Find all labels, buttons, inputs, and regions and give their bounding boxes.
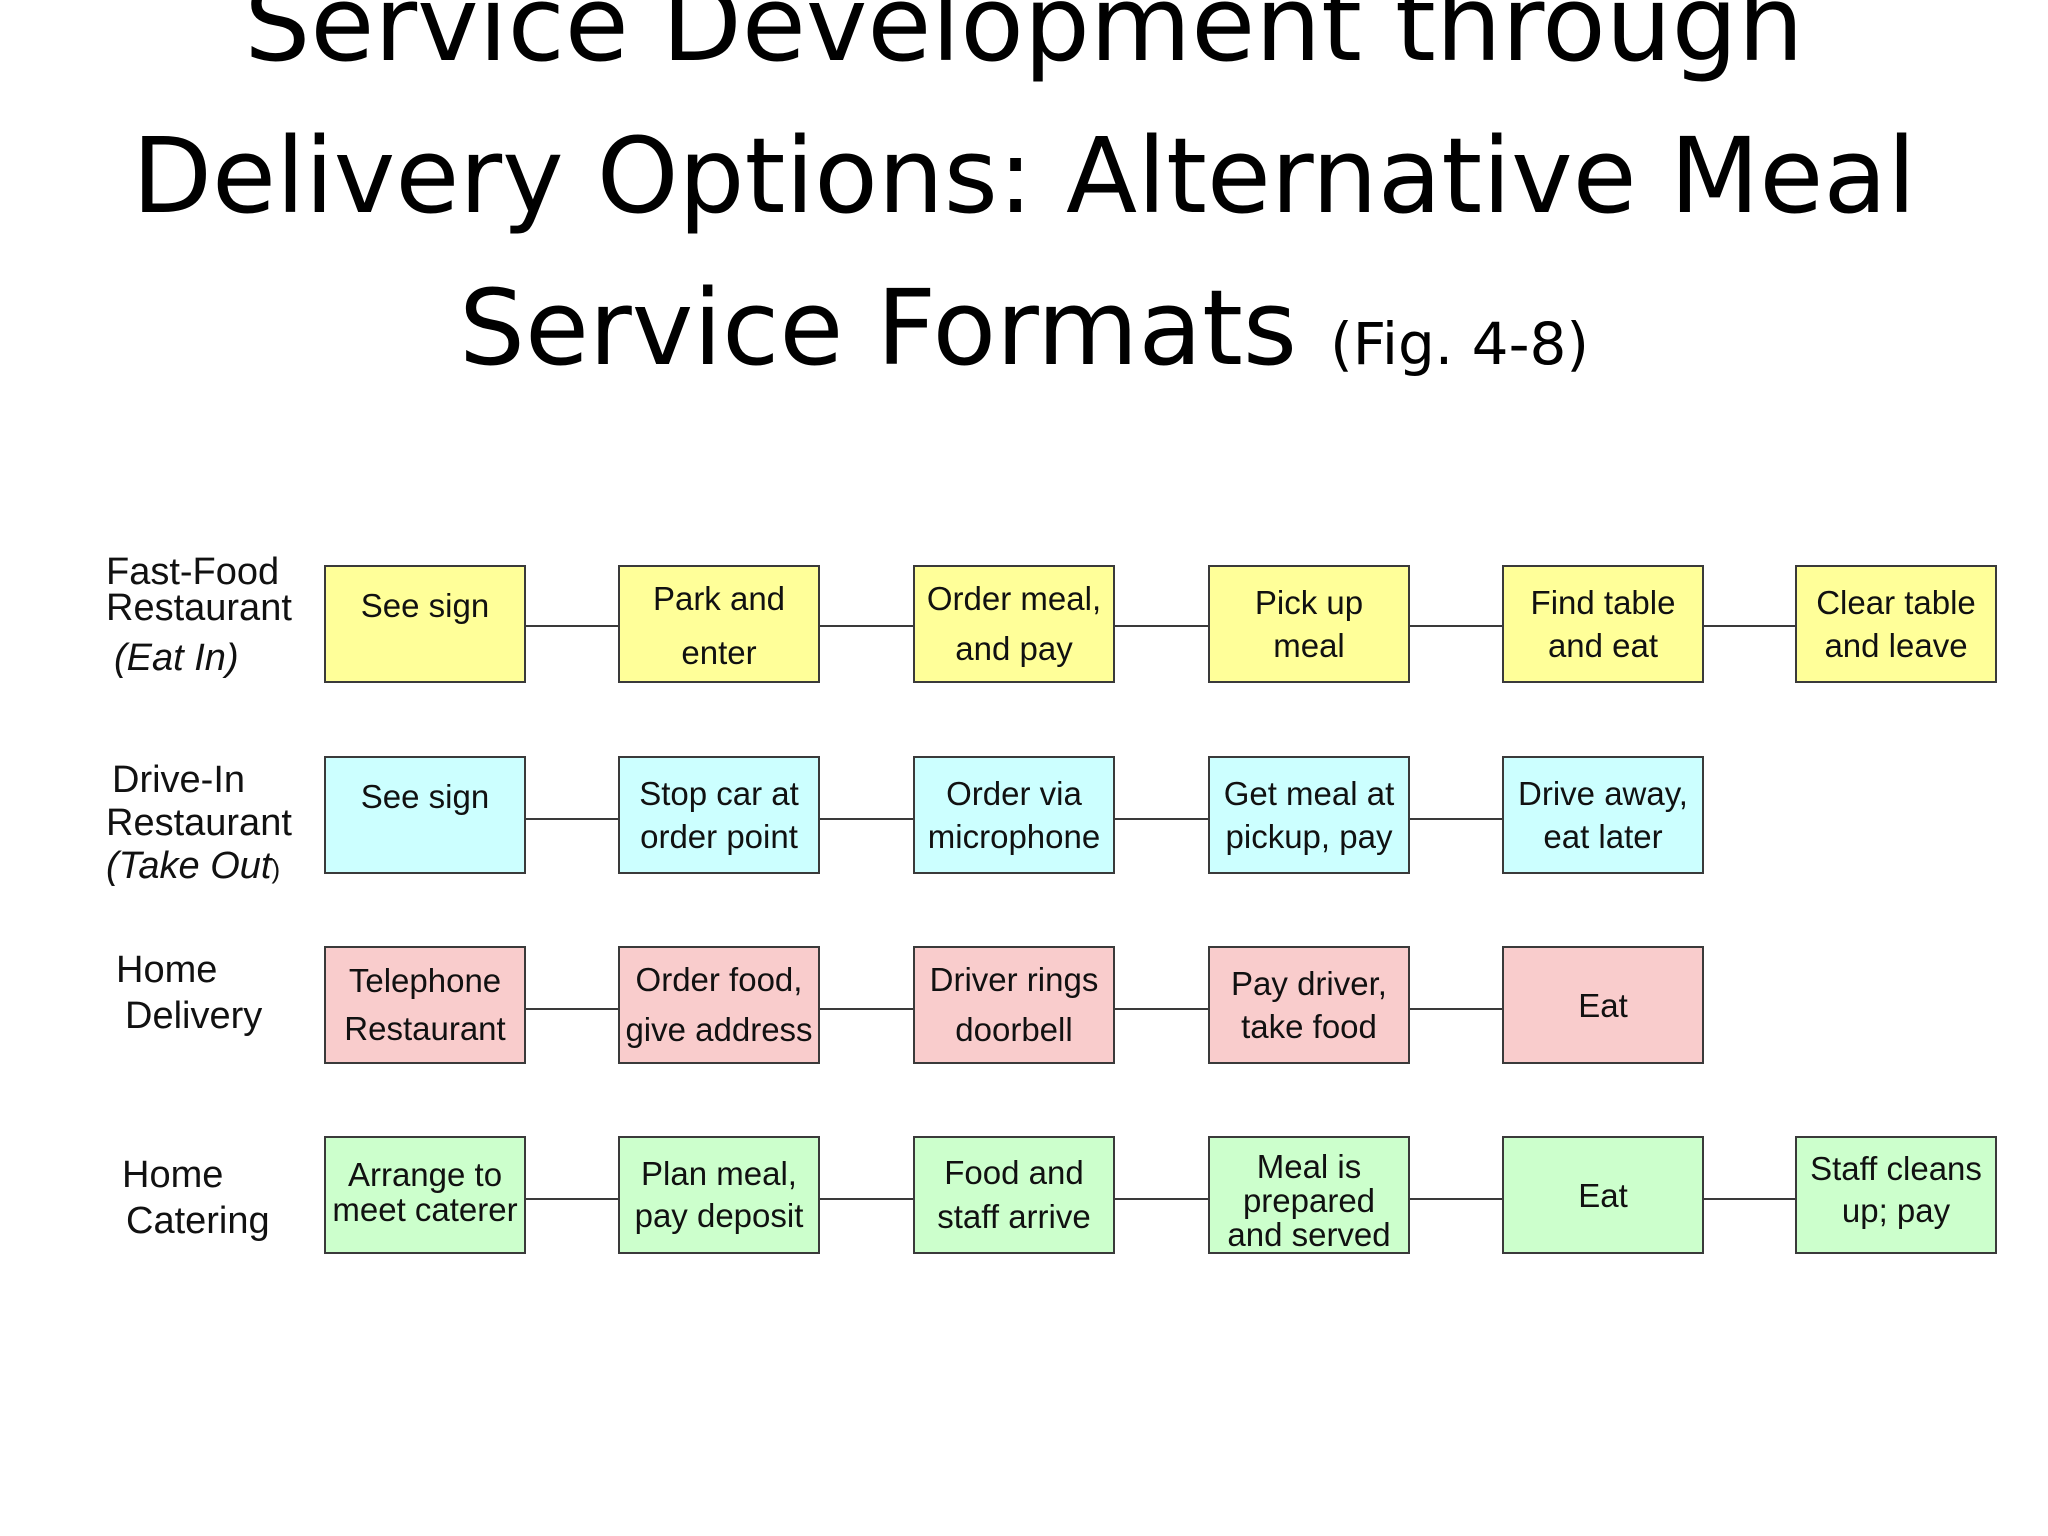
step-box-home-delivery-4: Pay driver, take food [1208, 946, 1410, 1064]
step-box-drive-in-1: See sign [324, 756, 526, 874]
row-label-italic-line: (Take Out) [106, 846, 292, 889]
step-text: Find table and eat [1530, 584, 1676, 664]
step-text: See sign [360, 586, 490, 624]
connector-line [1115, 625, 1208, 627]
connector-line [1704, 625, 1795, 627]
step-text: Pick up meal [1254, 584, 1364, 664]
row-label-italic: (Take Out [106, 845, 272, 887]
connector-line [1410, 1198, 1502, 1200]
row-label-line: Fast-Food [106, 551, 280, 593]
step-box-home-catering-6: Staff cleans up; pay [1795, 1136, 1997, 1254]
step-text: Eat [1578, 1176, 1628, 1214]
row-label-line: Home [116, 949, 218, 991]
step-text: Clear table and leave [1816, 584, 1976, 664]
step-text: See sign [360, 777, 490, 815]
row-label-line: Home [122, 1154, 224, 1196]
step-box-fast-food-3: Order meal, and pay [913, 565, 1115, 683]
connector-line [1410, 1008, 1502, 1010]
row-label-line: Drive-In [112, 759, 246, 801]
step-text: Order food, give address [625, 961, 813, 1048]
title-line-2: Delivery Options: Alternative Meal [131, 115, 1917, 237]
step-box-fast-food-6: Clear table and leave [1795, 565, 1997, 683]
row-label-line: Delivery [125, 995, 263, 1037]
connector-line [820, 625, 913, 627]
step-box-home-catering-3: Food and staff arrive [913, 1136, 1115, 1254]
step-box-home-delivery-2: Order food, give address [618, 946, 820, 1064]
connector-line [526, 1198, 618, 1200]
step-box-fast-food-2: Park and enter [618, 565, 820, 683]
step-text: Plan meal, pay deposit [634, 1155, 804, 1234]
step-box-drive-in-5: Drive away, eat later [1502, 756, 1704, 874]
step-text: Drive away, eat later [1518, 775, 1688, 855]
slide-title: Service Development through Delivery Opt… [0, 0, 2048, 420]
step-text: Staff cleans up; pay [1810, 1150, 1982, 1229]
step-box-fast-food-5: Find table and eat [1502, 565, 1704, 683]
step-text: Stop car at order point [639, 775, 799, 855]
connector-line [1115, 1008, 1208, 1010]
figure-reference: (Fig. 4-8) [1330, 310, 1590, 378]
step-box-fast-food-4: Pick up meal [1208, 565, 1410, 683]
step-text: Get meal at pickup, pay [1223, 775, 1395, 855]
row-label-home-delivery: Home Delivery [116, 950, 262, 1042]
row-label-line: Catering [126, 1200, 270, 1242]
step-text: Meal is prepared and served [1227, 1148, 1391, 1253]
connector-line [820, 818, 913, 820]
connector-line [1410, 818, 1502, 820]
connector-line [526, 1008, 618, 1010]
step-text: Order via microphone [927, 775, 1101, 855]
row-label-tail: ) [271, 854, 281, 884]
step-text: Telephone Restaurant [344, 962, 506, 1047]
step-box-home-delivery-1: Telephone Restaurant [324, 946, 526, 1064]
step-text: Eat [1578, 986, 1628, 1024]
connector-line [526, 625, 618, 627]
step-text: Arrange to meet caterer [332, 1156, 518, 1228]
row-label-home-catering: Home Catering [122, 1154, 270, 1246]
step-box-home-delivery-5: Eat [1502, 946, 1704, 1064]
title-line-1: Service Development through [244, 0, 1804, 85]
connector-line [1410, 625, 1502, 627]
step-box-fast-food-1: See sign [324, 565, 526, 683]
connector-line [820, 1198, 913, 1200]
row-label-italic: (Eat In) [114, 637, 239, 679]
step-text: Pay driver, take food [1231, 965, 1387, 1045]
step-text: Food and staff arrive [937, 1154, 1091, 1235]
step-box-home-catering-5: Eat [1502, 1136, 1704, 1254]
step-box-home-delivery-3: Driver rings doorbell [913, 946, 1115, 1064]
connector-line [1704, 1198, 1795, 1200]
step-box-home-catering-4: Meal is prepared and served [1208, 1136, 1410, 1254]
row-label-fast-food: Fast-Food Restaurant (Eat In) [106, 551, 292, 679]
title-line-3: Service Formats (Fig. 4-8) [0, 252, 2048, 420]
step-box-drive-in-4: Get meal at pickup, pay [1208, 756, 1410, 874]
step-box-home-catering-2: Plan meal, pay deposit [618, 1136, 820, 1254]
step-text: Park and enter [652, 580, 786, 671]
connector-line [1115, 1198, 1208, 1200]
connector-line [1115, 818, 1208, 820]
title-line-3-text: Service Formats [458, 267, 1298, 389]
row-label-drive-in: Drive-In Restaurant (Take Out) [106, 760, 292, 889]
row-label-line: Restaurant [106, 587, 292, 629]
step-text: Order meal, and pay [926, 580, 1102, 667]
step-box-drive-in-3: Order via microphone [913, 756, 1115, 874]
step-box-drive-in-2: Stop car at order point [618, 756, 820, 874]
step-box-home-catering-1: Arrange to meet caterer [324, 1136, 526, 1254]
connector-line [820, 1008, 913, 1010]
row-label-line: Restaurant [106, 802, 292, 844]
connector-line [526, 818, 618, 820]
step-text: Driver rings doorbell [929, 961, 1099, 1048]
